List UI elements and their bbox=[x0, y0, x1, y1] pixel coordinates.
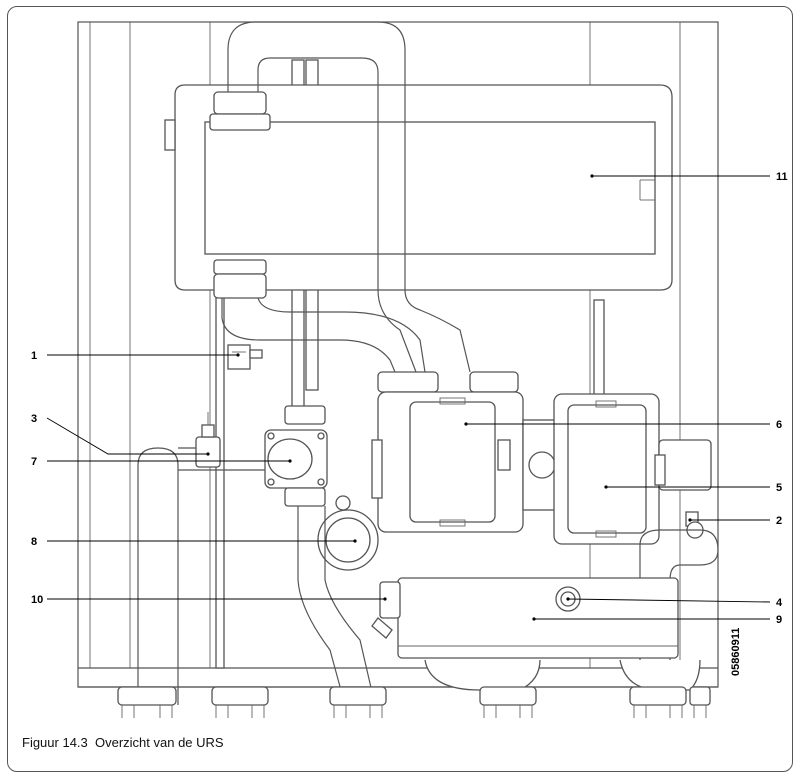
valve-1 bbox=[227, 344, 263, 370]
flow-sensor-7 bbox=[264, 405, 328, 507]
down-pipe bbox=[297, 506, 376, 706]
callout-11: 11 bbox=[776, 171, 788, 183]
pump-5 bbox=[553, 393, 712, 545]
callout-labels: 1 2 3 4 5 6 7 8 9 10 11 bbox=[31, 171, 788, 626]
bypass-pipe bbox=[522, 419, 559, 511]
manifold-9 bbox=[371, 577, 701, 691]
callout-3: 3 bbox=[31, 413, 37, 425]
pressure-gauge-8 bbox=[317, 495, 379, 571]
valve-body-6 bbox=[371, 371, 524, 533]
callout-5: 5 bbox=[776, 482, 782, 494]
air-vent-3 bbox=[195, 412, 221, 468]
callout-9: 9 bbox=[776, 614, 782, 626]
top-u-pipe bbox=[209, 21, 471, 373]
valve-2 bbox=[685, 511, 704, 539]
figure-code: 05860911 bbox=[730, 628, 742, 676]
callout-1: 1 bbox=[31, 350, 37, 362]
callout-6: 6 bbox=[776, 419, 782, 431]
bottom-connectors bbox=[117, 686, 711, 718]
callout-10: 10 bbox=[31, 594, 43, 606]
lower-pipe bbox=[213, 259, 426, 373]
right-return-pipe bbox=[639, 529, 719, 705]
callout-2: 2 bbox=[776, 515, 782, 527]
left-long-pipe bbox=[137, 447, 265, 705]
heat-exchanger bbox=[164, 84, 673, 291]
callout-4: 4 bbox=[776, 597, 783, 609]
figure-caption: Figuur 14.3 Overzicht van de URS bbox=[22, 735, 224, 750]
callout-7: 7 bbox=[31, 456, 37, 468]
leader-lines bbox=[46, 174, 771, 621]
callout-8: 8 bbox=[31, 536, 37, 548]
